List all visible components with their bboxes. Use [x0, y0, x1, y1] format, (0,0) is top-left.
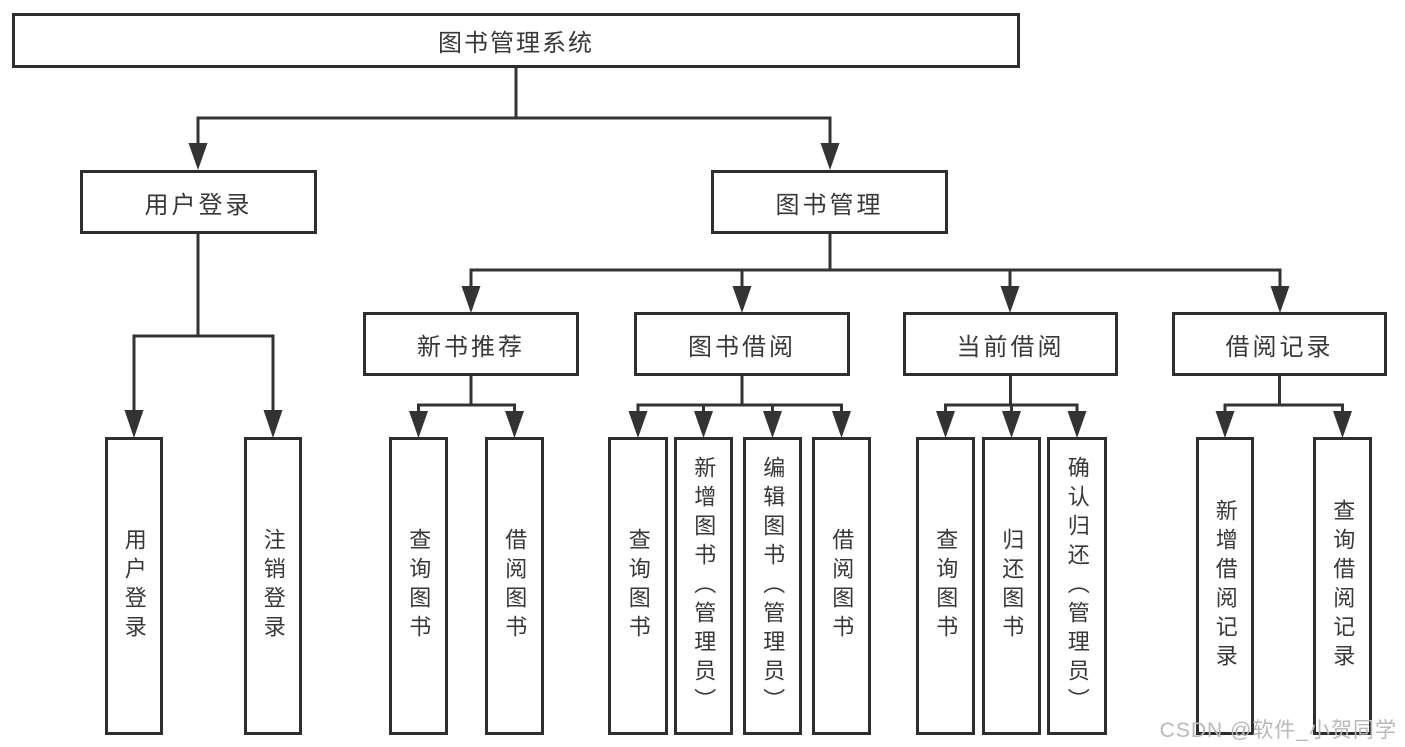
- leaf-confirm-return-admin: 确认归还（管理员）: [1047, 437, 1107, 735]
- node-label: 图书管理: [775, 191, 884, 219]
- leaf-logout: 注销登录: [244, 437, 302, 735]
- node-book-management-branch: 图书管理: [711, 170, 948, 234]
- node-label: 用户登录: [121, 528, 147, 644]
- node-label: 借阅图书: [829, 528, 855, 644]
- node-label: 借阅记录: [1225, 333, 1334, 361]
- csdn-watermark: CSDN @软件_小贺同学: [1159, 719, 1397, 742]
- node-new-book-recommend: 新书推荐: [363, 312, 579, 376]
- leaf-user-login: 用户登录: [105, 437, 163, 735]
- leaf-edit-books-admin: 编辑图书（管理员）: [743, 437, 802, 735]
- node-user-login-branch: 用户登录: [80, 170, 317, 234]
- arrowheads: [124, 143, 1352, 438]
- node-book-borrow: 图书借阅: [634, 312, 850, 376]
- node-label: 用户登录: [144, 191, 253, 219]
- node-label: 编辑图书（管理员）: [760, 455, 786, 717]
- node-label: 新增借阅记录: [1212, 499, 1238, 673]
- node-label: 新增图书（管理员）: [691, 455, 717, 717]
- node-label: 当前借阅: [956, 333, 1065, 361]
- leaf-query-borrow-record: 查询借阅记录: [1313, 437, 1372, 735]
- node-label: 新书推荐: [417, 333, 525, 361]
- node-label: 查询图书: [406, 528, 432, 644]
- node-label: 查询图书: [625, 528, 651, 644]
- node-label: 注销登录: [260, 528, 286, 644]
- node-label: 归还图书: [999, 528, 1025, 644]
- leaf-add-borrow-record: 新增借阅记录: [1196, 437, 1254, 735]
- node-label: 图书借阅: [688, 333, 796, 361]
- node-borrow-records: 借阅记录: [1172, 312, 1387, 376]
- leaf-borrow-books-recommend: 借阅图书: [485, 437, 544, 735]
- node-label: 查询借阅记录: [1330, 499, 1356, 673]
- leaf-borrow-books: 借阅图书: [812, 437, 871, 735]
- leaf-query-books-borrow: 查询图书: [608, 437, 668, 735]
- node-label: 查询图书: [933, 528, 959, 644]
- node-label: 确认归还（管理员）: [1064, 455, 1090, 717]
- node-label: 图书管理系统: [438, 30, 594, 57]
- leaf-query-books-recommend: 查询图书: [389, 437, 448, 735]
- leaf-add-books-admin: 新增图书（管理员）: [674, 437, 733, 735]
- leaf-return-books: 归还图书: [982, 437, 1041, 735]
- leaf-query-books-current: 查询图书: [916, 437, 975, 735]
- node-label: 借阅图书: [502, 528, 528, 644]
- node-current-borrow: 当前借阅: [903, 312, 1118, 376]
- node-library-management-system: 图书管理系统: [12, 13, 1020, 68]
